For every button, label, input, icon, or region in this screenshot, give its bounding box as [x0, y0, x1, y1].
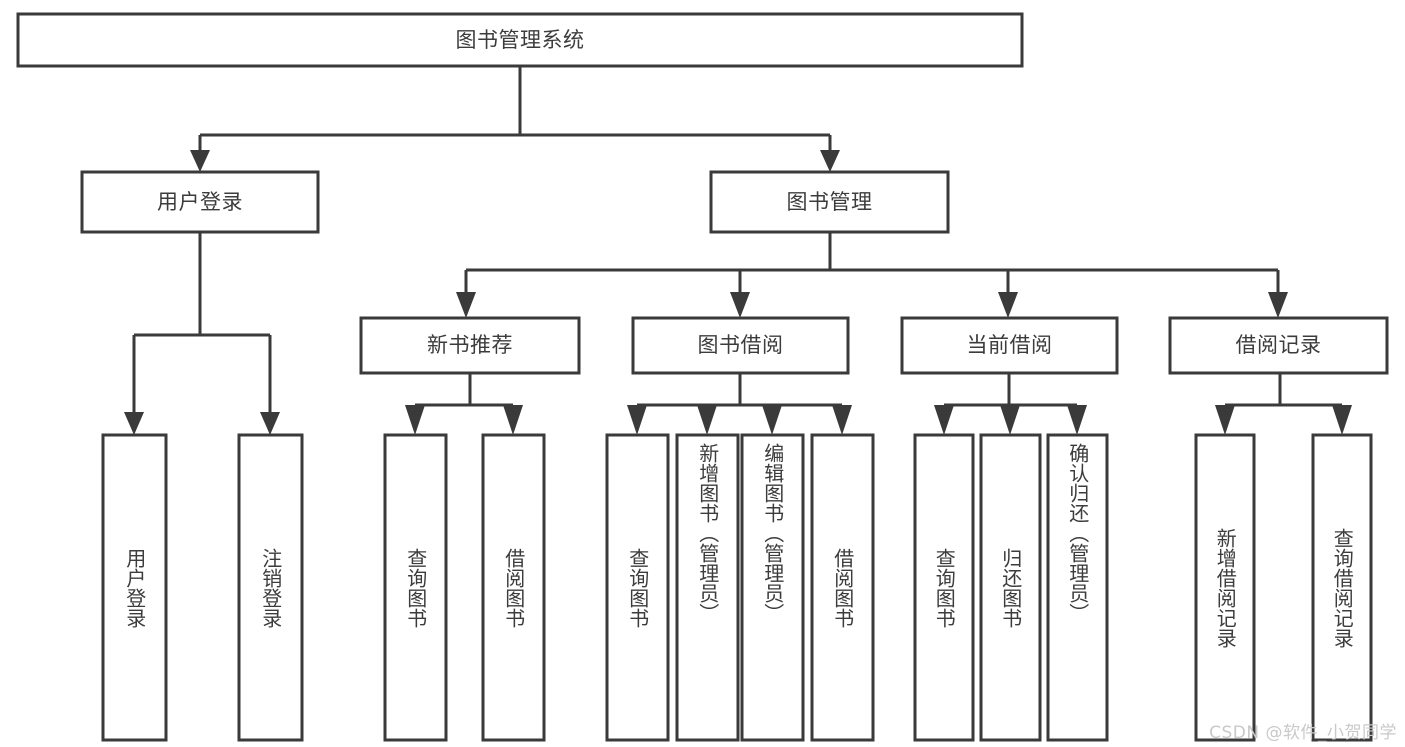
arrow-borrow-record-leaf-2 [1332, 405, 1352, 435]
node-current-borrow-box[interactable] [900, 316, 1119, 375]
node-leaf-query-book-cb[interactable] [913, 433, 975, 742]
arrow-book-mgmt-to-borrow [730, 292, 750, 318]
arrow-book-mgmt-to-new-book [456, 292, 476, 318]
node-leaf-return-book[interactable] [979, 433, 1042, 742]
node-borrow-record-box[interactable] [1168, 316, 1389, 375]
node-root-box[interactable] [16, 12, 1024, 68]
node-leaf-query-book-bb[interactable] [605, 433, 670, 742]
node-leaf-confirm-return-admin[interactable] [1046, 433, 1109, 742]
node-leaf-add-book-admin[interactable] [675, 433, 740, 742]
arrow-user-login-leaf-2 [260, 412, 280, 435]
node-leaf-borrow-book-nb[interactable] [481, 433, 546, 742]
node-book-mgmt-box[interactable] [709, 170, 950, 234]
arrow-current-borrow-leaf-1 [934, 405, 954, 435]
arrow-borrow-record-leaf-1 [1215, 405, 1235, 435]
arrow-user-login-leaf-1 [124, 412, 144, 435]
node-leaf-user-login[interactable] [101, 433, 168, 742]
arrow-current-borrow-leaf-3 [1067, 405, 1087, 435]
arrow-book-mgmt-to-current [998, 292, 1018, 318]
arrow-book-borrow-leaf-4 [832, 405, 852, 435]
arrow-book-borrow-leaf-2 [697, 405, 717, 435]
node-book-borrow-box[interactable] [631, 316, 850, 375]
arrow-new-book-leaf-2 [503, 405, 523, 435]
node-leaf-user-logout[interactable] [237, 433, 304, 742]
node-leaf-edit-book-admin[interactable] [740, 433, 805, 742]
arrow-book-mgmt-to-record [1268, 292, 1288, 318]
node-leaf-borrow-book-bb[interactable] [810, 433, 875, 742]
arrow-book-borrow-leaf-3 [762, 405, 782, 435]
node-leaf-query-borrow-record[interactable] [1311, 433, 1373, 742]
arrow-book-borrow-leaf-1 [627, 405, 647, 435]
arrow-new-book-leaf-1 [405, 405, 425, 435]
arrow-current-borrow-leaf-2 [1000, 405, 1020, 435]
node-leaf-add-borrow-record[interactable] [1194, 433, 1256, 742]
node-leaf-query-book-nb[interactable] [383, 433, 448, 742]
node-user-login-box[interactable] [80, 170, 320, 234]
arrow-root-to-book-mgmt [820, 150, 840, 172]
arrow-root-to-user-login [190, 150, 210, 172]
node-new-book-box[interactable] [359, 316, 581, 375]
